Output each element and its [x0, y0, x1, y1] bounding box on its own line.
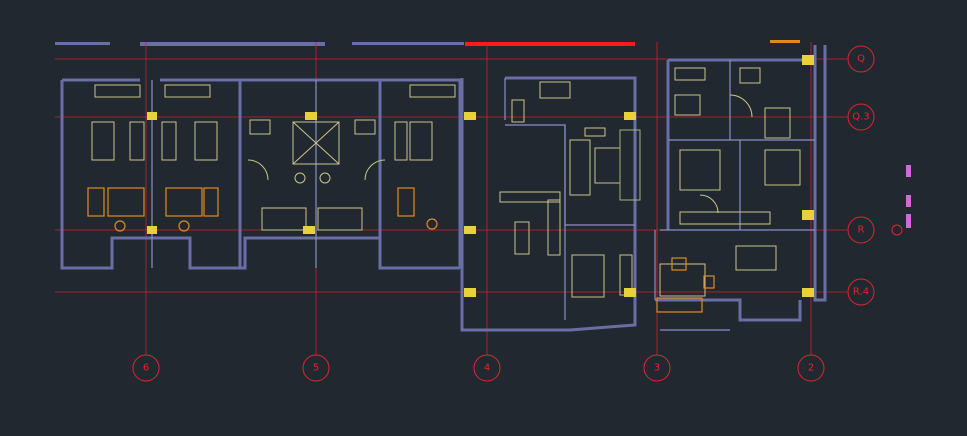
column-bubble-label: 3	[654, 363, 660, 374]
row-bubble-circle	[847, 45, 875, 73]
column-bubble-circle	[302, 354, 330, 382]
row-bubble-label: Q.3	[852, 112, 869, 123]
row-bubble-circle	[847, 103, 875, 131]
row-bubble-label: R.4	[853, 287, 869, 298]
top-wall-strip	[55, 40, 800, 46]
row-bubble-R.4[interactable]: R.4	[847, 278, 875, 306]
fixtures	[91, 67, 801, 298]
column-bubble-label: 4	[484, 363, 490, 374]
column-bubble-6[interactable]: 6	[132, 354, 160, 382]
column-bubble-5[interactable]: 5	[302, 354, 330, 382]
grid-row-bubbles: Q Q.3R R.4	[847, 45, 875, 306]
column-bubble-label: 6	[143, 363, 149, 374]
row-bubble-Q.3[interactable]: Q.3	[847, 103, 875, 131]
grid-lines	[55, 42, 847, 355]
column-bubble-2[interactable]: 2	[797, 354, 825, 382]
row-bubble-R[interactable]: R	[847, 216, 875, 244]
column-bubble-circle	[473, 354, 501, 382]
column-bubble-4[interactable]: 4	[473, 354, 501, 382]
row-bubble-Q[interactable]: Q	[847, 45, 875, 73]
grid-column-bubbles: 6 5 4 3 2	[132, 354, 825, 382]
column-bubble-circle	[132, 354, 160, 382]
column-bubble-label: 5	[313, 363, 319, 374]
column-bubble-label: 2	[808, 363, 814, 374]
column-bubble-circle	[643, 354, 671, 382]
column-bubble-circle	[797, 354, 825, 382]
selected-wall-highlight	[465, 42, 635, 46]
row-bubble-circle	[847, 216, 875, 244]
column-bubble-3[interactable]: 3	[643, 354, 671, 382]
furniture	[87, 187, 715, 313]
row-bubble-label: R	[858, 225, 865, 236]
row-bubble-circle	[847, 278, 875, 306]
structural-columns	[147, 55, 814, 297]
walls	[60, 45, 827, 332]
row-bubble-label: Q	[857, 54, 865, 65]
side-annotations	[891, 165, 911, 236]
